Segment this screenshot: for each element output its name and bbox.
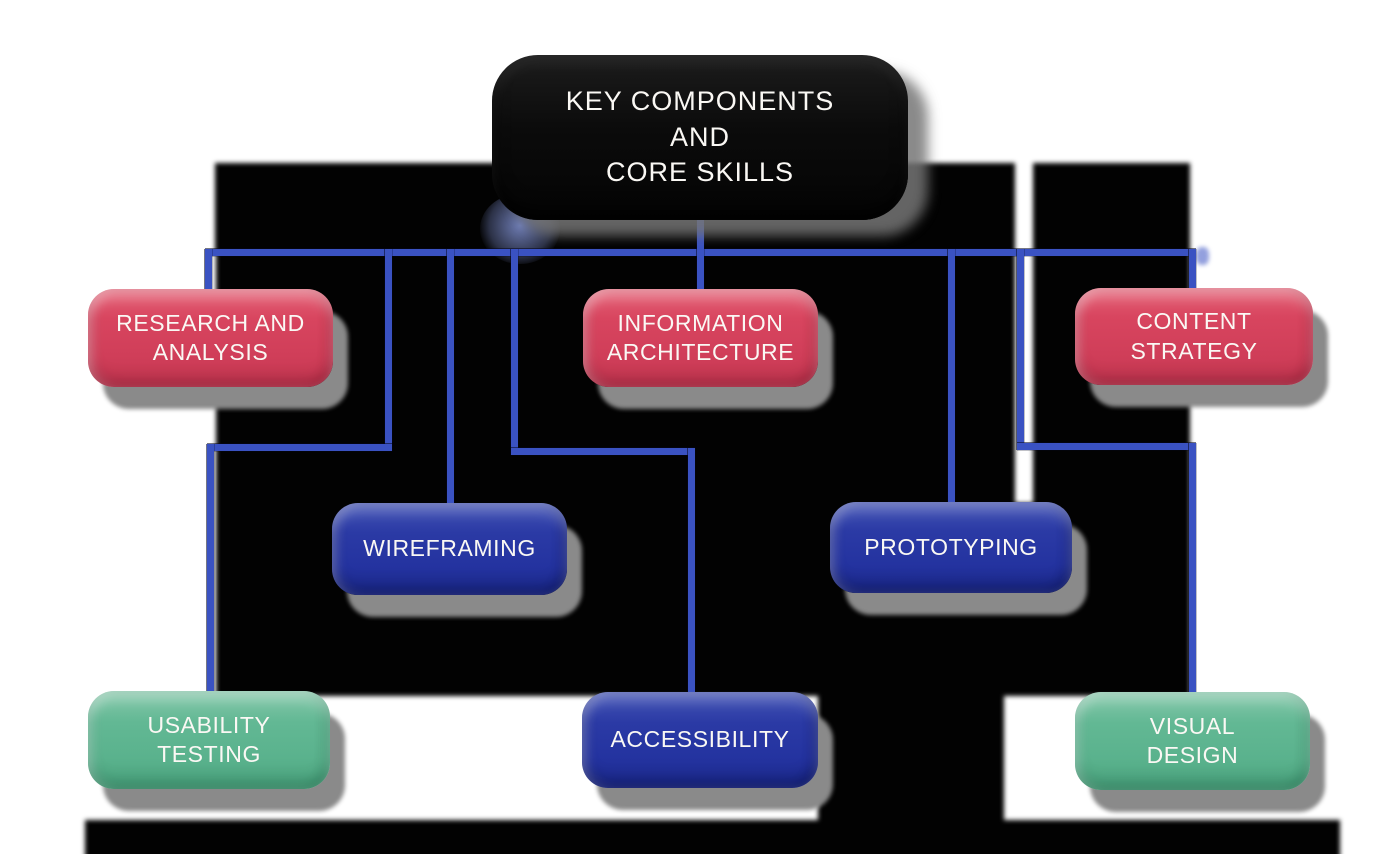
connector-visual-upper bbox=[1017, 249, 1024, 450]
node-visual-design: VISUAL DESIGN bbox=[1075, 692, 1310, 790]
tree-fill-top-right bbox=[1033, 163, 1190, 252]
connector-usability-upper bbox=[385, 249, 392, 451]
connector-accessibility-horizontal bbox=[511, 448, 695, 455]
connector-usability-lower bbox=[207, 444, 214, 695]
connector-visual-lower bbox=[1189, 443, 1196, 694]
node-information-architecture: INFORMATION ARCHITECTURE bbox=[583, 289, 818, 387]
node-research-and-analysis: RESEARCH AND ANALYSIS bbox=[88, 289, 333, 387]
root-node: KEY COMPONENTS AND CORE SKILLS bbox=[492, 55, 908, 220]
connector-prototyping-drop bbox=[948, 249, 955, 506]
connector-information-drop bbox=[697, 249, 704, 293]
bus-end-smudge bbox=[1196, 247, 1209, 265]
connector-research-drop bbox=[205, 249, 212, 293]
tree-fill-bottom-band bbox=[85, 820, 1340, 854]
connector-usability-horizontal bbox=[207, 444, 392, 451]
node-prototyping: PROTOTYPING bbox=[830, 502, 1072, 593]
tree-fill-lower-center bbox=[818, 688, 1004, 824]
connector-accessibility-lower bbox=[688, 448, 695, 696]
connector-visual-horizontal bbox=[1017, 443, 1196, 450]
node-wireframing: WIREFRAMING bbox=[332, 503, 567, 595]
node-usability-testing: USABILITY TESTING bbox=[88, 691, 330, 789]
connector-wireframing-drop bbox=[447, 249, 454, 505]
node-content-strategy: CONTENT STRATEGY bbox=[1075, 288, 1313, 385]
connector-accessibility-upper bbox=[511, 249, 518, 455]
node-accessibility: ACCESSIBILITY bbox=[582, 692, 818, 788]
connector-content-drop bbox=[1189, 249, 1196, 293]
connector-root-stub bbox=[697, 220, 704, 249]
